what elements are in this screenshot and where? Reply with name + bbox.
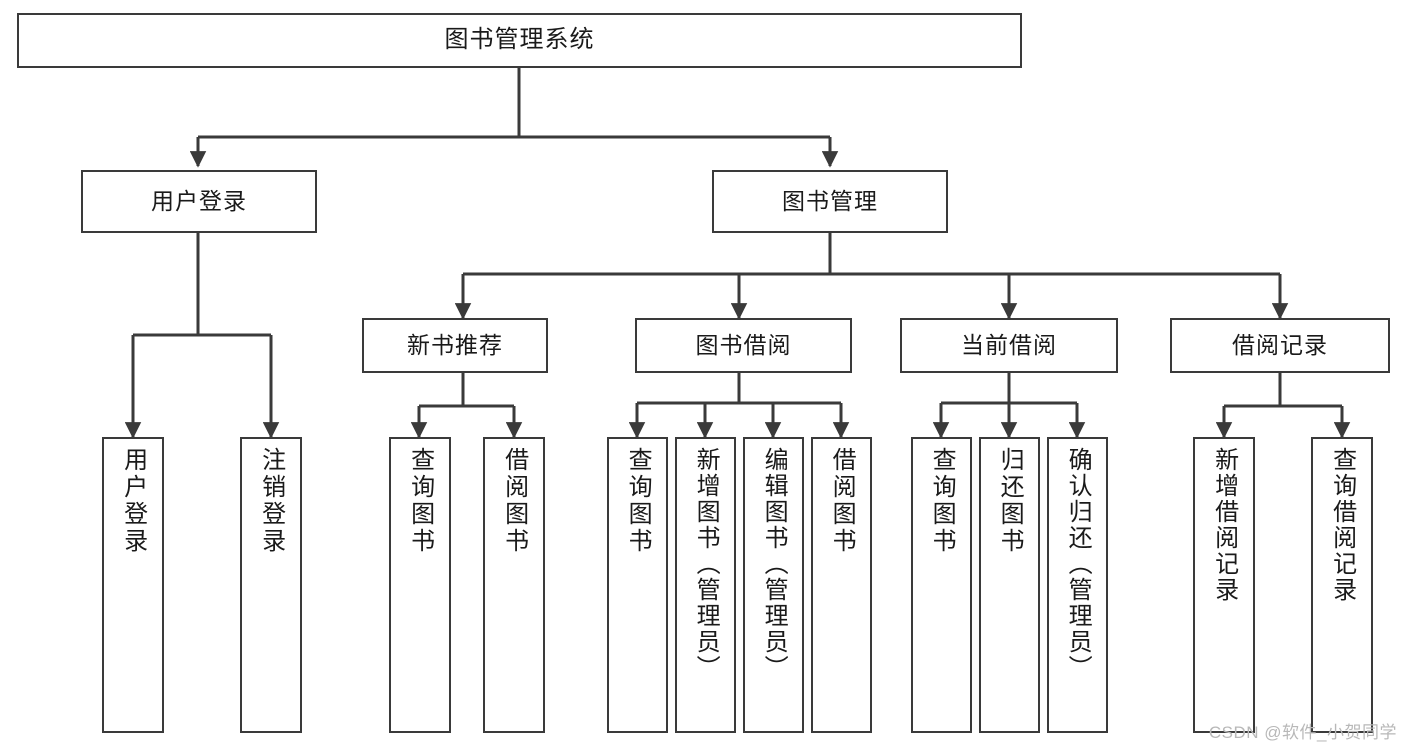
node-current-borrow[interactable]: 当前借阅 — [900, 318, 1118, 373]
leaf-current-borrow-return[interactable]: 归还图书 — [979, 437, 1040, 733]
leaf-borrow-record-add[interactable]: 新增借阅记录 — [1193, 437, 1255, 733]
node-label: 借阅图书 — [828, 447, 856, 555]
node-label: 查询借阅记录 — [1328, 447, 1356, 603]
node-label: 查询图书 — [928, 447, 956, 555]
leaf-current-borrow-search[interactable]: 查询图书 — [911, 437, 972, 733]
node-label: 借阅记录 — [1232, 331, 1328, 358]
node-label: 归还图书 — [996, 447, 1024, 555]
leaf-user-login-signin[interactable]: 用户登录 — [102, 437, 164, 733]
node-book-management[interactable]: 图书管理 — [712, 170, 948, 233]
node-book-borrow[interactable]: 图书借阅 — [635, 318, 852, 373]
node-borrow-record[interactable]: 借阅记录 — [1170, 318, 1390, 373]
node-label: 当前借阅 — [961, 331, 1057, 358]
node-label: 图书管理系统 — [444, 26, 595, 54]
node-label: 图书管理 — [782, 187, 878, 214]
leaf-user-login-signout[interactable]: 注销登录 — [240, 437, 302, 733]
node-label: 注销登录 — [257, 447, 285, 555]
watermark-text: CSDN @软件_小贺同学 — [1208, 723, 1397, 742]
node-root-system[interactable]: 图书管理系统 — [17, 13, 1022, 68]
leaf-borrow-record-search[interactable]: 查询借阅记录 — [1311, 437, 1373, 733]
leaf-book-borrow-edit[interactable]: 编辑图书（管理员） — [743, 437, 804, 733]
node-label: 新书推荐 — [407, 331, 503, 358]
leaf-new-book-search[interactable]: 查询图书 — [389, 437, 451, 733]
node-label: 新增借阅记录 — [1210, 447, 1238, 603]
node-label: 用户登录 — [119, 447, 147, 555]
leaf-current-borrow-confirm-return[interactable]: 确认归还（管理员） — [1047, 437, 1108, 733]
leaf-book-borrow-add[interactable]: 新增图书（管理员） — [675, 437, 736, 733]
leaf-book-borrow-borrow[interactable]: 借阅图书 — [811, 437, 872, 733]
node-label: 用户登录 — [151, 187, 247, 214]
node-label: 借阅图书 — [500, 447, 528, 555]
node-label: 编辑图书（管理员） — [760, 447, 788, 681]
node-label: 确认归还（管理员） — [1064, 447, 1092, 681]
leaf-book-borrow-search[interactable]: 查询图书 — [607, 437, 668, 733]
node-new-book-recommend[interactable]: 新书推荐 — [362, 318, 548, 373]
node-label: 新增图书（管理员） — [692, 447, 720, 681]
leaf-new-book-borrow[interactable]: 借阅图书 — [483, 437, 545, 733]
node-label: 查询图书 — [406, 447, 434, 555]
node-user-login[interactable]: 用户登录 — [81, 170, 317, 233]
node-label: 查询图书 — [624, 447, 652, 555]
node-label: 图书借阅 — [695, 331, 792, 358]
